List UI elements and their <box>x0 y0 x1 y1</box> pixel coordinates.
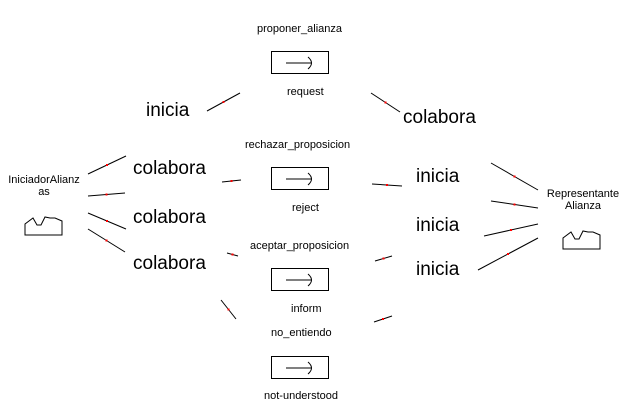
role-iniciador-line1: IniciadorAlianz <box>8 174 80 186</box>
connector-midpoint <box>230 180 233 182</box>
connector-midpoint <box>105 239 108 242</box>
interaction-no-entiendo-performative: not-understood <box>264 390 338 402</box>
arrow-right-icon <box>286 172 312 186</box>
relation-right-inicia-3: inicia <box>416 259 460 280</box>
interaction-rechazar-proposicion-box[interactable] <box>271 167 329 190</box>
connector-midpoint <box>510 229 512 231</box>
interaction-proponer-alianza-name: proponer_alianza <box>257 23 343 35</box>
arrow-right-icon <box>286 361 312 375</box>
connector-midpoint <box>106 164 108 166</box>
connector-midpoint <box>106 220 108 222</box>
connector-midpoint <box>507 253 509 255</box>
connector-midpoint <box>227 308 230 311</box>
interaction-aceptar-proposicion-box[interactable] <box>271 268 329 291</box>
role-representante-line2: Alianza <box>564 200 602 212</box>
role-representante-label: Representante Alianza <box>538 188 628 212</box>
relation-left-colabora-2: colabora <box>133 207 206 228</box>
role-iniciador-line2: as <box>38 186 50 198</box>
interaction-aceptar-proposicion-name: aceptar_proposicion <box>250 240 350 252</box>
connector-midpoint <box>231 253 234 256</box>
connector-midpoint <box>382 318 384 320</box>
relation-right-inicia-2: inicia <box>416 215 460 236</box>
connector-midpoint <box>384 101 387 104</box>
interaction-aceptar-proposicion-performative: inform <box>291 303 322 315</box>
relation-left-colabora-3: colabora <box>133 253 206 274</box>
interaction-rechazar-proposicion-name: rechazar_proposicion <box>245 139 351 151</box>
connector-midpoint <box>382 257 385 260</box>
connector-midpoint <box>386 184 388 186</box>
connector-midpoint <box>513 203 516 206</box>
interaction-proponer-alianza-box[interactable] <box>271 51 329 74</box>
interaction-proponer-alianza-performative: request <box>287 86 324 98</box>
role-iniciador-label: IniciadorAlianz as <box>0 174 88 198</box>
relation-right-colabora: colabora <box>403 107 476 128</box>
connector-midpoint <box>105 193 108 196</box>
relation-left-inicia: inicia <box>146 100 190 121</box>
interaction-no-entiendo-name: no_entiendo <box>271 327 332 339</box>
relation-left-colabora-1: colabora <box>133 158 206 179</box>
connector-midpoint <box>222 101 225 103</box>
interaction-rechazar-proposicion-performative: reject <box>292 202 319 214</box>
agent-role-icon[interactable] <box>562 228 602 250</box>
role-representante-line1: Representante <box>546 188 620 200</box>
connector-midpoint <box>513 175 516 178</box>
arrow-right-icon <box>286 273 312 287</box>
agent-role-icon[interactable] <box>24 214 64 236</box>
relation-right-inicia-1: inicia <box>416 166 460 187</box>
arrow-right-icon <box>286 56 312 70</box>
interaction-no-entiendo-box[interactable] <box>271 356 329 379</box>
